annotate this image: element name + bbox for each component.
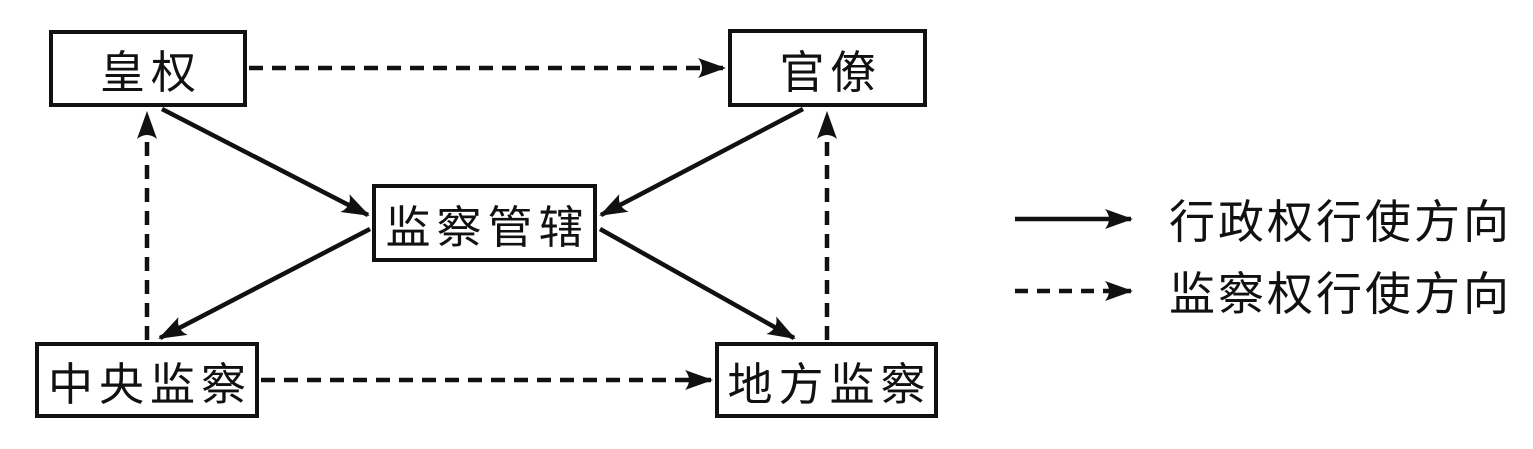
legend-solid-label: 行政权行使方向	[1169, 195, 1512, 249]
edge-center-to-difang-solid	[598, 227, 796, 340]
node-jianchaguanxia: 监察管辖	[372, 184, 597, 262]
edge-center-to-zhongyang-solid	[158, 227, 372, 340]
legend-item-dashed: 监察权行使方向	[1013, 258, 1512, 324]
node-difangjiancha-label: 地方监察	[727, 357, 932, 411]
edge-huangquan-to-center-solid	[160, 106, 370, 218]
node-guanliao: 官僚	[728, 29, 927, 107]
solid-arrow-icon	[1015, 209, 1133, 229]
legend-item-solid: 行政权行使方向	[1013, 186, 1512, 252]
node-zhongyangjiancha-label: 中央监察	[47, 357, 252, 411]
node-huangquan-label: 皇权	[99, 46, 202, 99]
node-zhongyangjiancha: 中央监察	[35, 342, 259, 418]
edge-guanliao-to-center-solid	[599, 107, 805, 217]
dashed-arrow-icon	[1015, 281, 1133, 301]
node-huangquan: 皇权	[49, 30, 247, 107]
node-guanliao-label: 官僚	[779, 45, 882, 99]
legend-dashed-label: 监察权行使方向	[1169, 267, 1512, 321]
node-difangjiancha: 地方监察	[715, 342, 938, 418]
node-jianchaguanxia-label: 监察管辖	[385, 200, 590, 254]
